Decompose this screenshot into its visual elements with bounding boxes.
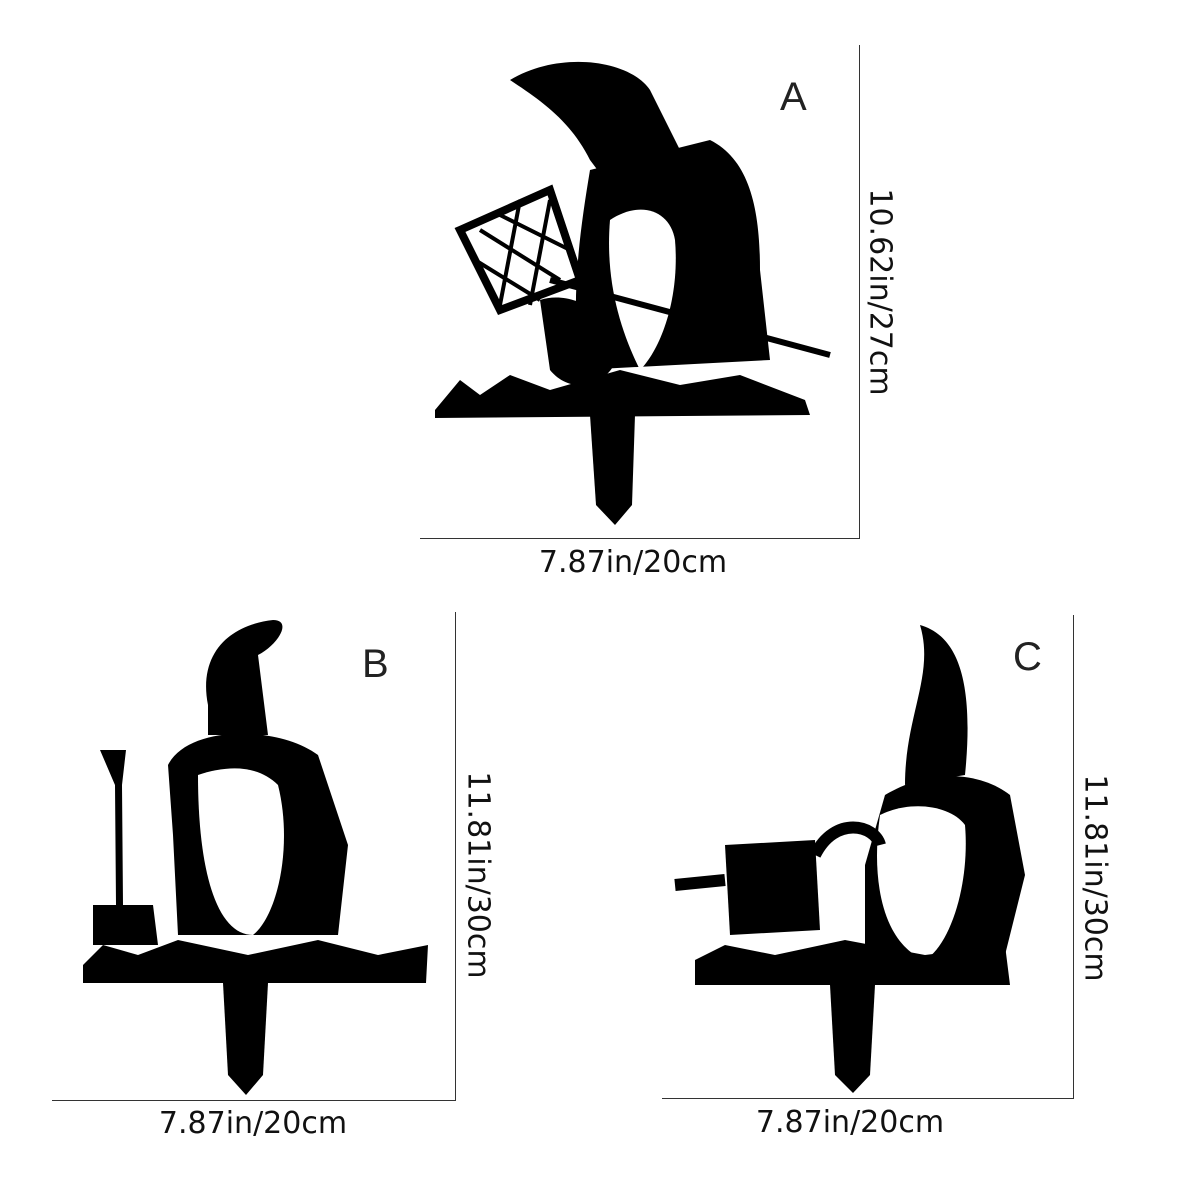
gnome-c-silhouette xyxy=(674,625,1025,1093)
dimension-line-b-horizontal xyxy=(52,1100,456,1101)
width-label-c: 7.87in/20cm xyxy=(755,1105,945,1140)
height-label-a: 10.62in/27cm xyxy=(862,188,898,396)
dimension-line-c-vertical xyxy=(1073,615,1074,1099)
dimension-line-a-horizontal xyxy=(420,538,860,539)
dimension-line-a-vertical xyxy=(859,45,860,539)
dimension-line-b-vertical xyxy=(455,612,456,1101)
label-c: C xyxy=(1013,635,1042,679)
label-a: A xyxy=(780,75,807,119)
gnome-b-silhouette xyxy=(83,620,428,1095)
height-label-b: 11.81in/30cm xyxy=(460,771,496,979)
width-label-b: 7.87in/20cm xyxy=(158,1106,348,1141)
width-label-a: 7.87in/20cm xyxy=(538,545,728,580)
height-label-c: 11.81in/30cm xyxy=(1077,774,1113,982)
dimension-line-c-horizontal xyxy=(662,1098,1074,1099)
gnome-a-silhouette xyxy=(435,61,831,525)
label-b: B xyxy=(362,642,389,686)
